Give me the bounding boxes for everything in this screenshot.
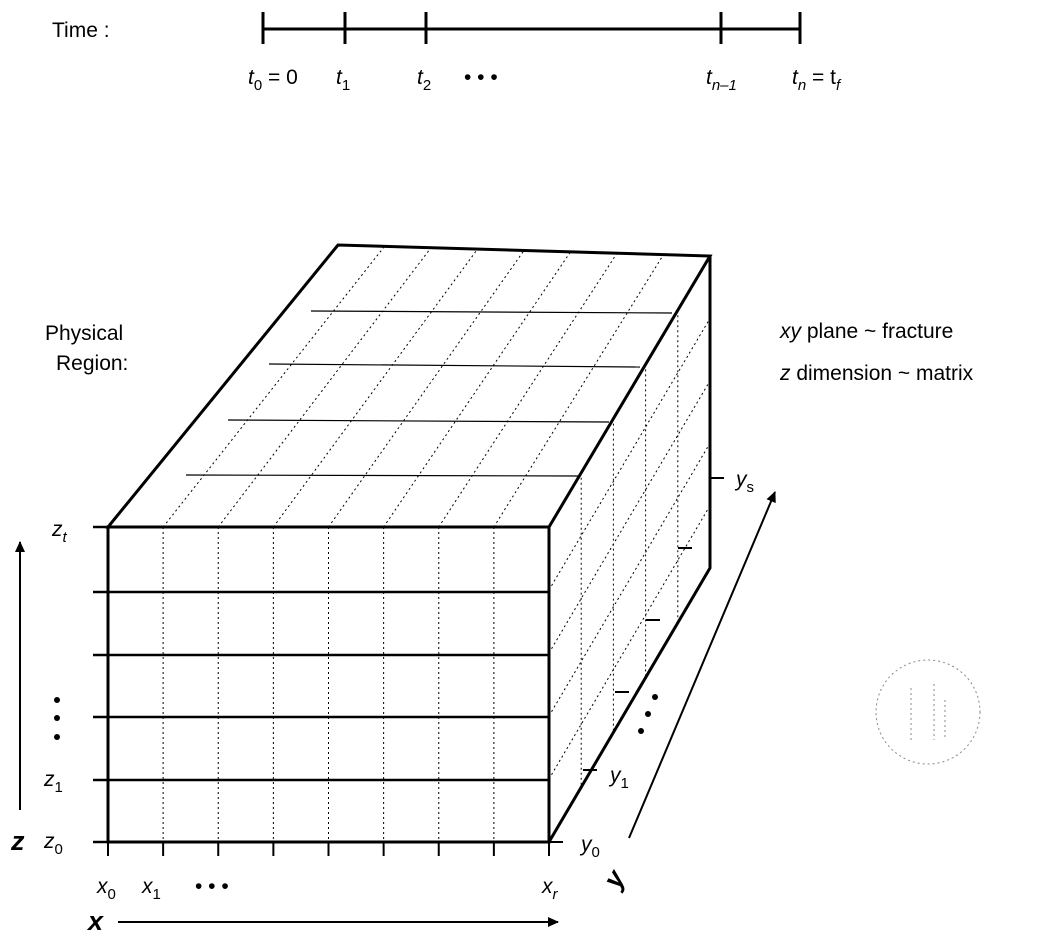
time-tick-n: tn = tf bbox=[792, 66, 842, 94]
legend-line-2: z dimension ~ matrix bbox=[779, 362, 974, 385]
time-tick-0: t0 = 0 bbox=[248, 66, 298, 94]
top-face-grid bbox=[162, 246, 664, 528]
side-grid-line bbox=[548, 318, 711, 591]
y-label-top: ys bbox=[734, 468, 754, 496]
top-grid-line bbox=[328, 250, 525, 528]
time-label: Time : bbox=[52, 19, 110, 42]
x-ticks bbox=[107, 842, 550, 856]
y-label-1: y1 bbox=[608, 764, 629, 792]
y-axis-arrow bbox=[628, 491, 776, 839]
physical-region-line2: Region: bbox=[56, 352, 128, 375]
physical-region-line1: Physical bbox=[45, 322, 123, 345]
box-outline bbox=[104, 243, 713, 844]
y-ellipsis bbox=[638, 694, 658, 734]
x-label-last: xr bbox=[541, 875, 559, 903]
top-grid-line bbox=[383, 251, 571, 528]
legend-line-1: xy plane ~ fracture bbox=[779, 320, 953, 343]
side-grid-line bbox=[548, 505, 711, 780]
y-label-0: y0 bbox=[579, 833, 600, 861]
y-axis-label: y bbox=[597, 863, 632, 894]
top-grid-line bbox=[162, 246, 385, 528]
time-tick-n-minus-1: tn–1 bbox=[706, 66, 737, 94]
faint-stamp-mark bbox=[875, 659, 981, 765]
time-axis bbox=[261, 12, 802, 44]
z-label-top: zt bbox=[51, 518, 68, 546]
top-grid-line bbox=[493, 254, 664, 528]
time-tick-1: t1 bbox=[336, 66, 350, 94]
z-axis-label: z bbox=[10, 826, 25, 856]
z-label-1: z1 bbox=[43, 768, 63, 796]
top-grid-line bbox=[217, 247, 432, 528]
top-grid-line bbox=[272, 248, 478, 528]
y-ticks bbox=[549, 477, 724, 843]
top-grid-line bbox=[438, 252, 618, 528]
x-axis-label: x bbox=[86, 906, 104, 936]
z-ellipsis bbox=[54, 697, 60, 740]
front-z-levels bbox=[93, 525, 549, 844]
top-y-levels bbox=[185, 310, 673, 477]
x-label-1: x1 bbox=[141, 875, 161, 903]
z-label-0: z0 bbox=[43, 830, 63, 858]
side-face-grid bbox=[548, 310, 711, 788]
x-ellipsis: • • • bbox=[195, 875, 229, 898]
front-face-grid bbox=[162, 527, 495, 842]
x-label-0: x0 bbox=[96, 875, 116, 903]
time-ellipsis: • • • bbox=[464, 66, 498, 89]
time-tick-2: t2 bbox=[417, 66, 431, 94]
